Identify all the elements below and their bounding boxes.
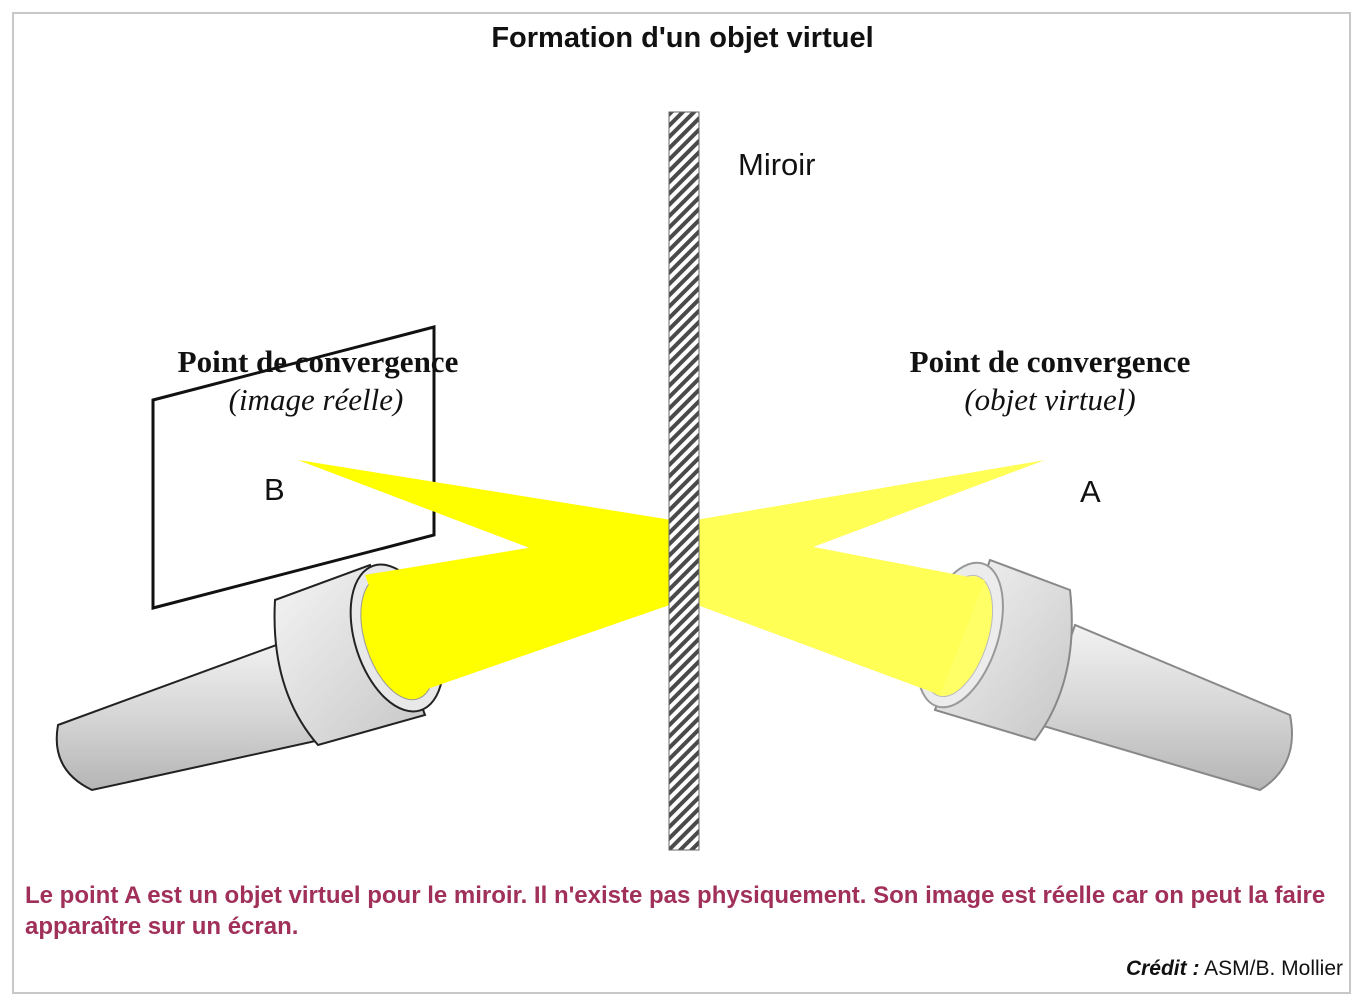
figure-caption: Le point A est un objet virtuel pour le …: [25, 882, 1326, 940]
left-heading: Point de convergence: [178, 344, 459, 379]
right-subheading: (objet virtuel): [964, 382, 1135, 417]
mirror-label: Miroir: [738, 147, 816, 182]
credit-line: Crédit : ASM/B. Mollier: [1126, 957, 1343, 981]
point-b-label: B: [264, 472, 285, 507]
right-heading: Point de convergence: [910, 344, 1191, 379]
left-subheading: (image réelle): [229, 382, 404, 417]
figure-title: Formation d'un objet virtuel: [491, 22, 874, 54]
credit-value: ASM/B. Mollier: [1204, 957, 1343, 980]
light-beams: [298, 460, 1045, 695]
mirror: [668, 111, 700, 851]
point-a-label: A: [1080, 474, 1101, 509]
credit-label: Crédit :: [1125, 957, 1200, 980]
screen-panel: [151, 325, 436, 610]
mirror-diagram: Miroir Point de convergence (image réell…: [55, 111, 1293, 851]
